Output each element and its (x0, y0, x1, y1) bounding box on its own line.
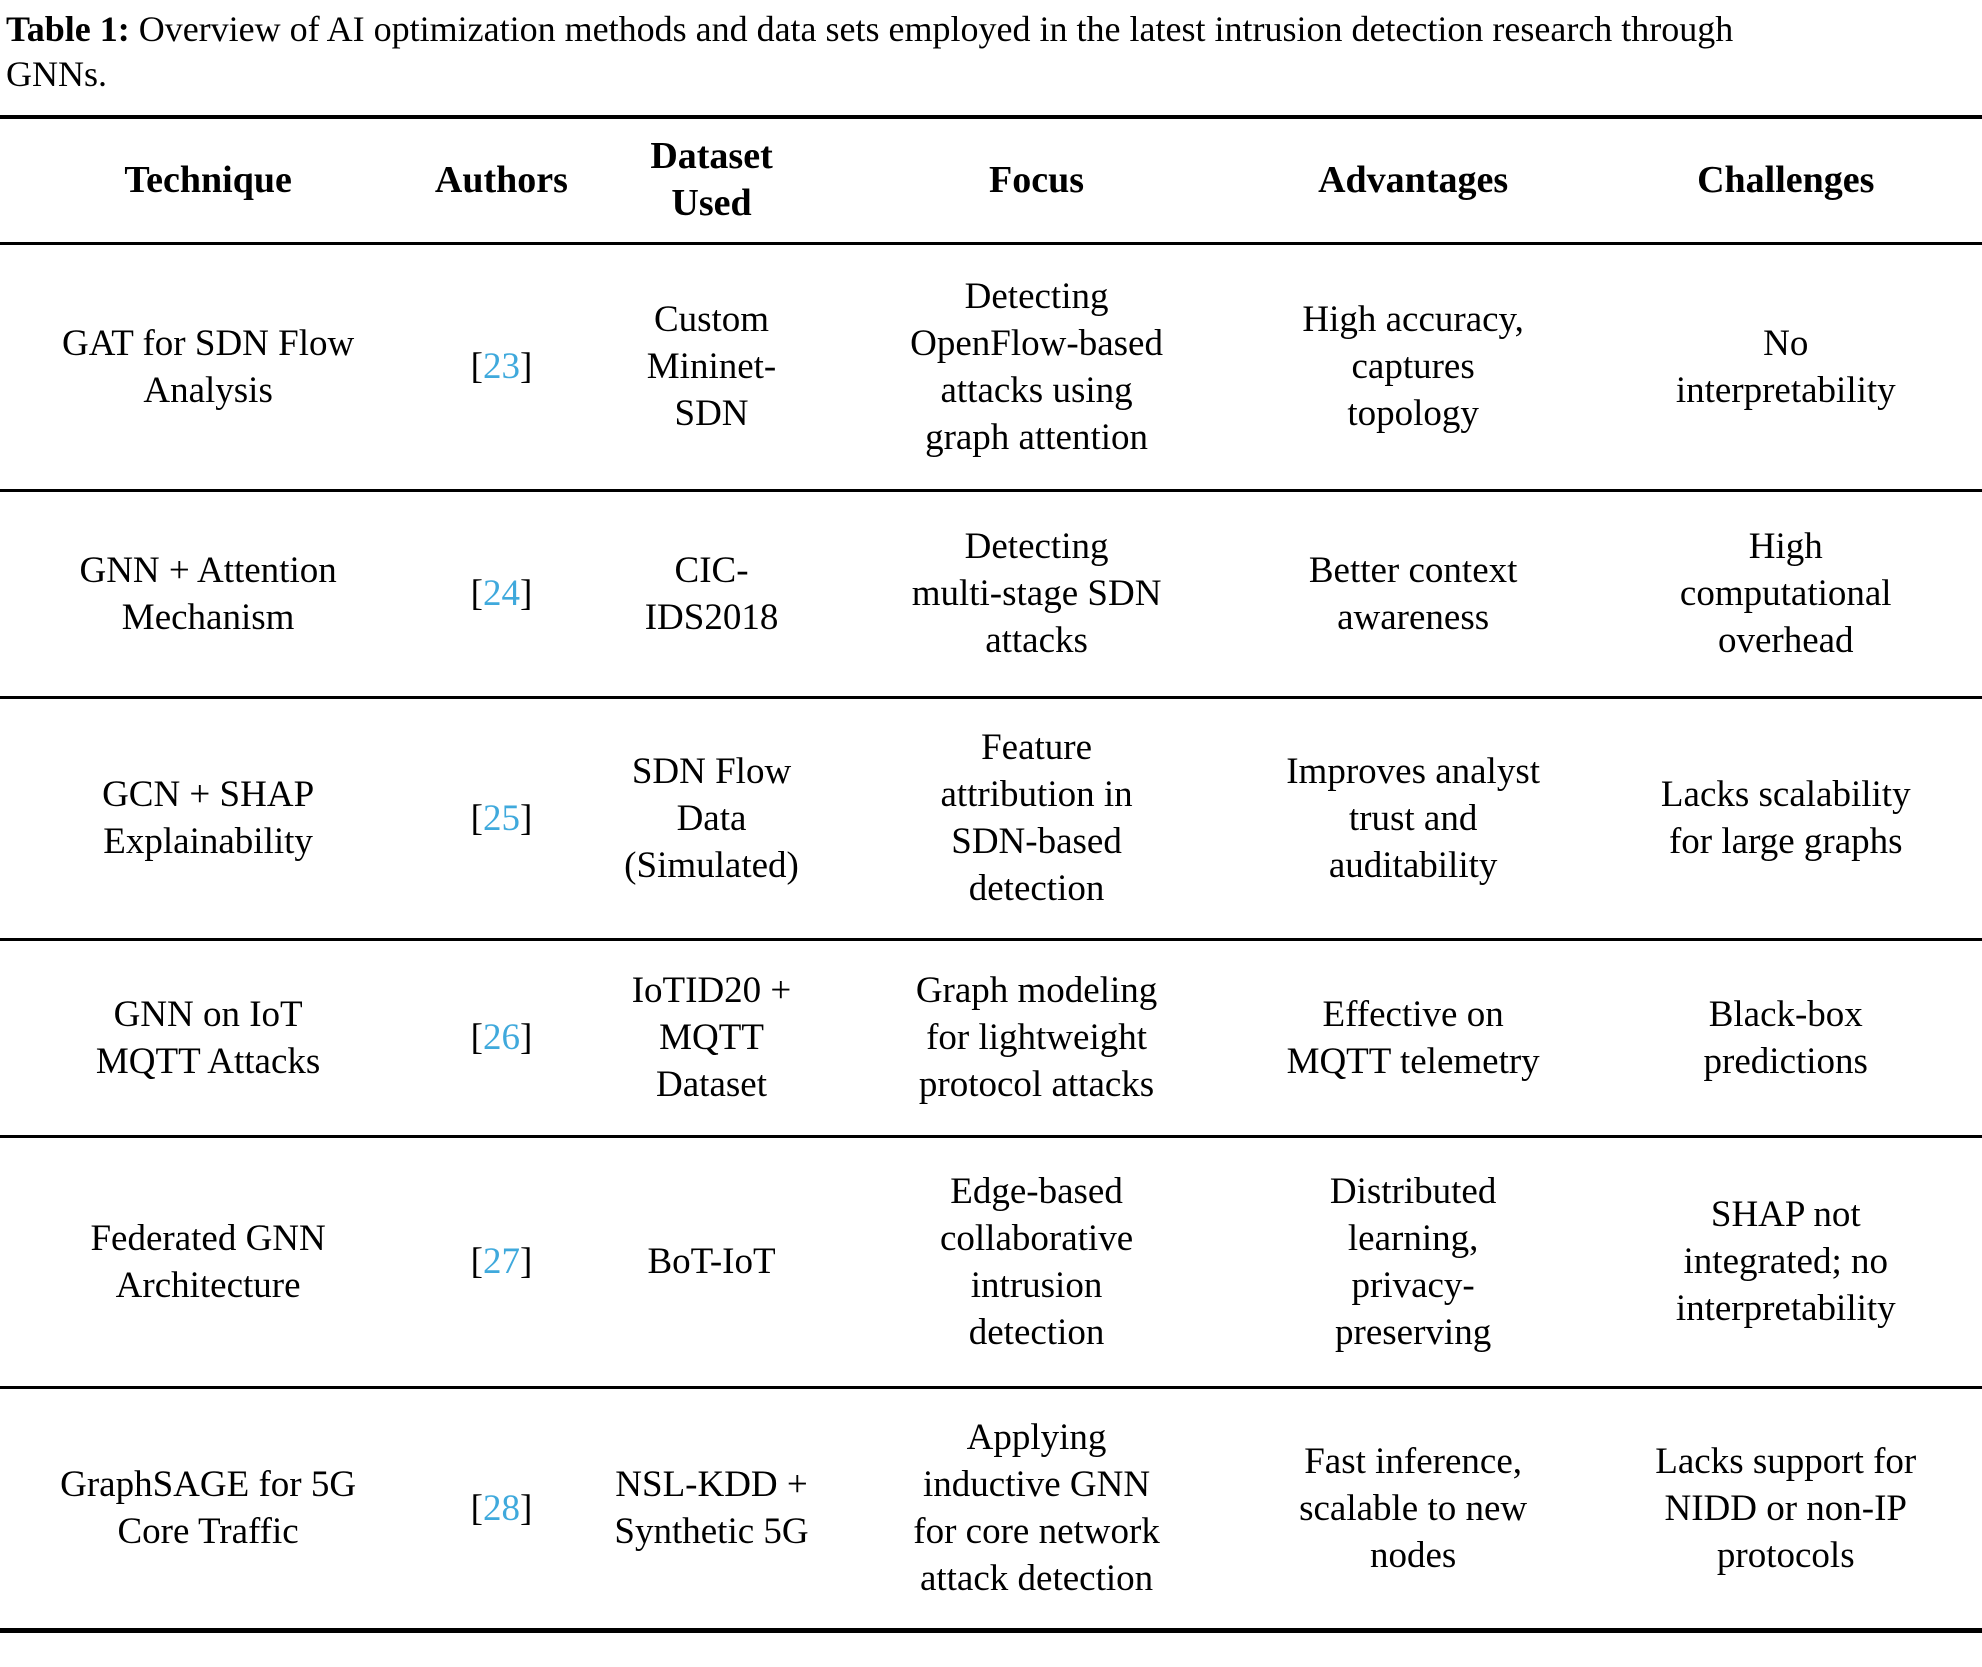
cell-technique: GCN + SHAP Explainability (102, 774, 315, 862)
column-header-dataset-used: Dataset Used (650, 135, 773, 225)
cell-dataset-used: Custom Mininet- SDN (646, 299, 777, 434)
citation-bracket-close: ] (519, 573, 533, 614)
citation-bracket-open: [ (470, 573, 483, 614)
cell-challenges: Lacks scalability for large graphs (1660, 774, 1911, 862)
cell-technique: GraphSAGE for 5G Core Traffic (60, 1464, 357, 1552)
table-row: Federated GNN Architecture [27] BoT-IoT … (0, 1136, 1982, 1387)
cell-technique: GNN on IoT MQTT Attacks (95, 993, 321, 1082)
cell-focus: Feature attribution in SDN-based detecti… (940, 727, 1133, 909)
cell-advantages: High accuracy, captures topology (1302, 299, 1524, 434)
table-row: GCN + SHAP Explainability [25] SDN Flow … (0, 697, 1982, 939)
cell-technique: GNN + Attention Mechanism (79, 549, 337, 638)
cell-focus: Edge-based collaborative intrusion detec… (939, 1170, 1134, 1353)
citation-bracket-open: [ (470, 797, 483, 839)
cell-focus: Detecting OpenFlow-based attacks using g… (910, 275, 1163, 458)
citation-link[interactable]: 26 (482, 1017, 520, 1058)
cell-focus: Graph modeling for lightweight protocol … (915, 970, 1158, 1105)
column-header-technique: Technique (124, 158, 292, 201)
cell-challenges: No interpretability (1675, 322, 1896, 411)
cell-authors: [28] (416, 1387, 586, 1630)
cell-authors: [25] (416, 697, 586, 939)
cell-technique: Federated GNN Architecture (90, 1217, 326, 1306)
citation-bracket-close: ] (519, 797, 533, 839)
table-caption: Table 1: Overview of AI optimization met… (0, 0, 1982, 115)
citation-link[interactable]: 25 (482, 797, 520, 839)
cell-advantages: Fast inference, scalable to new nodes (1299, 1440, 1528, 1576)
citation-bracket-close: ] (519, 1017, 533, 1058)
table-row: GAT for SDN Flow Analysis [23] Custom Mi… (0, 243, 1982, 490)
citation-bracket-open: [ (470, 1241, 483, 1282)
citation-link[interactable]: 27 (482, 1241, 520, 1282)
table-header-row: Technique Authors Dataset Used Focus Adv… (0, 117, 1982, 243)
citation-link[interactable]: 24 (482, 573, 520, 614)
table-row: GNN on IoT MQTT Attacks [26] IoTID20 + M… (0, 939, 1982, 1136)
cell-advantages: Effective on MQTT telemetry (1286, 993, 1540, 1082)
column-header-advantages: Advantages (1318, 158, 1509, 201)
cell-dataset-used: SDN Flow Data (Simulated) (624, 750, 799, 886)
column-header-challenges: Challenges (1697, 158, 1875, 201)
cell-focus: Detecting multi-stage SDN attacks (911, 526, 1162, 661)
column-header-authors: Authors (434, 158, 568, 201)
overview-table: Technique Authors Dataset Used Focus Adv… (0, 115, 1982, 1633)
cell-authors: [23] (416, 243, 586, 490)
cell-advantages: Distributed learning, privacy- preservin… (1329, 1170, 1497, 1353)
cell-authors: [24] (416, 490, 586, 697)
citation-bracket-close: ] (519, 346, 533, 387)
table-body: GAT for SDN Flow Analysis [23] Custom Mi… (0, 243, 1982, 1630)
cell-challenges: SHAP not integrated; no interpretability (1675, 1194, 1896, 1329)
cell-dataset-used: CIC- IDS2018 (644, 549, 779, 638)
cell-focus: Applying inductive GNN for core network … (913, 1417, 1160, 1599)
cell-challenges: Black-box predictions (1703, 993, 1868, 1082)
table-row: GraphSAGE for 5G Core Traffic [28] NSL-K… (0, 1387, 1982, 1630)
cell-challenges: High computational overhead (1679, 526, 1892, 661)
citation-link[interactable]: 23 (482, 346, 520, 387)
cell-technique: GAT for SDN Flow Analysis (61, 322, 355, 411)
cell-authors: [27] (416, 1136, 586, 1387)
column-header-focus: Focus (989, 158, 1085, 201)
cell-dataset-used: IoTID20 + MQTT Dataset (631, 970, 792, 1105)
cell-dataset-used: BoT-IoT (647, 1241, 776, 1282)
cell-authors: [26] (416, 939, 586, 1136)
citation-bracket-open: [ (470, 1487, 483, 1529)
cell-advantages: Improves analyst trust and auditability (1286, 750, 1541, 886)
table-caption-text: Overview of AI optimization methods and … (6, 9, 1734, 94)
table-row: GNN + Attention Mechanism [24] CIC- IDS2… (0, 490, 1982, 697)
citation-bracket-close: ] (519, 1241, 533, 1282)
citation-bracket-open: [ (470, 346, 483, 387)
cell-challenges: Lacks support for NIDD or non-IP protoco… (1655, 1440, 1917, 1576)
table-caption-label: Table 1: (6, 9, 130, 49)
citation-bracket-open: [ (470, 1017, 483, 1058)
citation-bracket-close: ] (519, 1487, 533, 1529)
cell-dataset-used: NSL-KDD + Synthetic 5G (614, 1464, 809, 1552)
cell-advantages: Better context awareness (1308, 549, 1518, 638)
table-header: Technique Authors Dataset Used Focus Adv… (0, 117, 1982, 243)
citation-link[interactable]: 28 (482, 1487, 520, 1529)
